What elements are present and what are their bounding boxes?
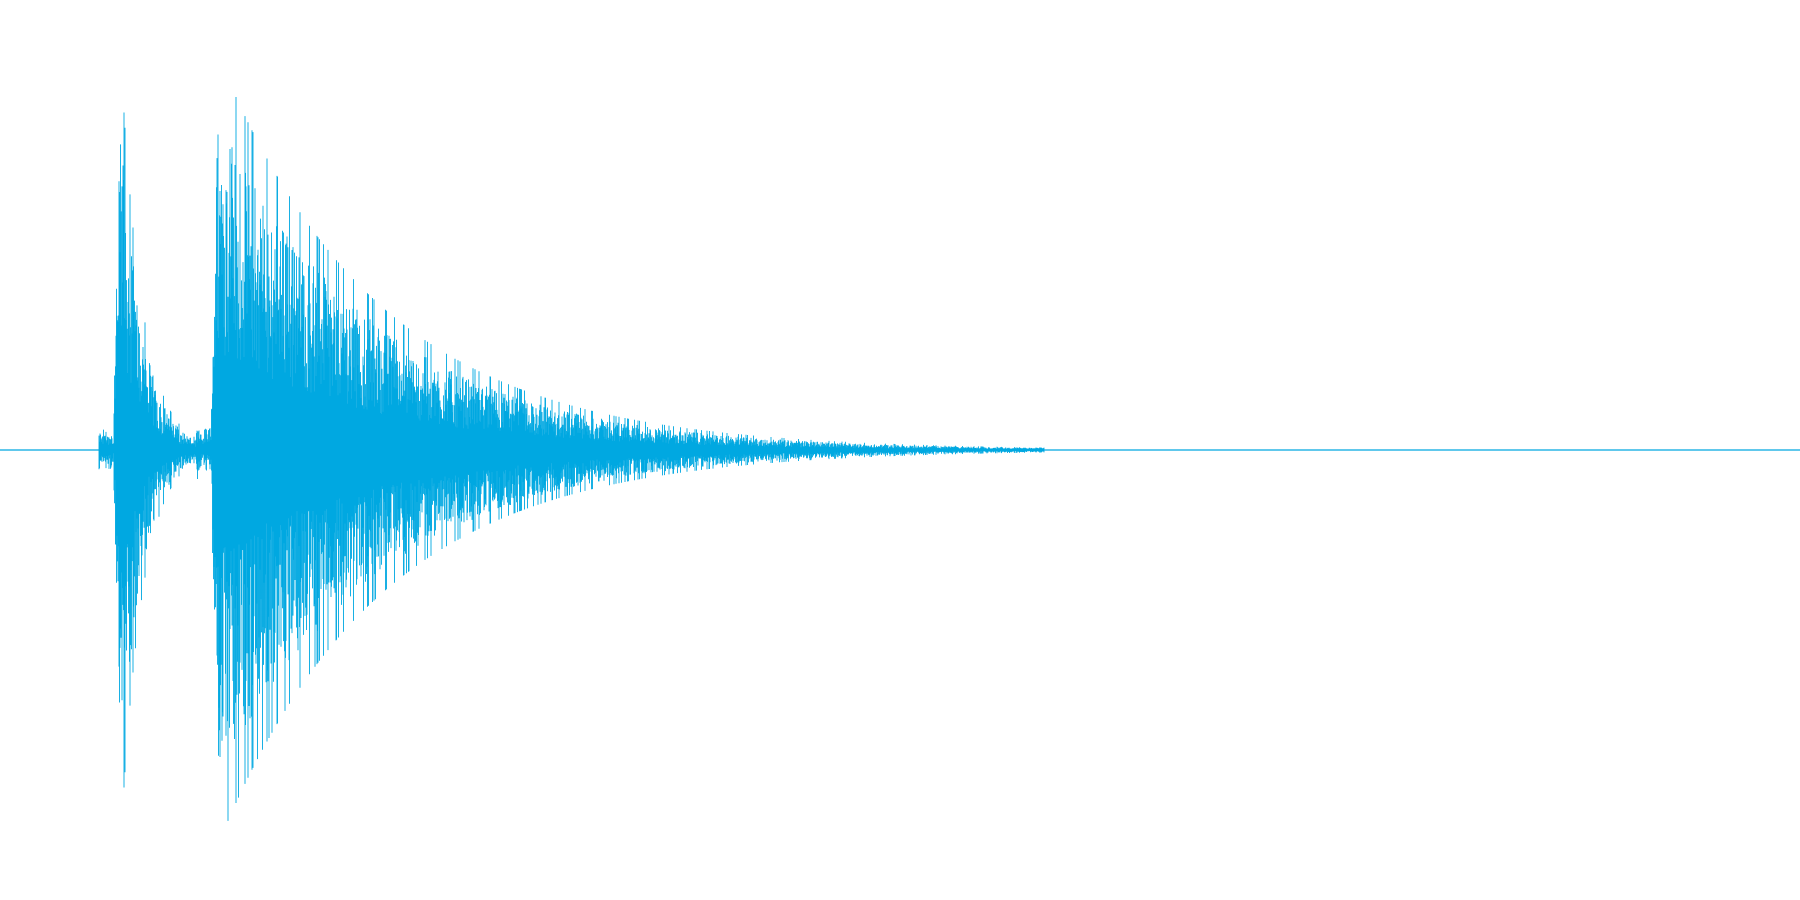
waveform-signal — [98, 97, 1045, 821]
waveform-trace — [98, 97, 1045, 821]
